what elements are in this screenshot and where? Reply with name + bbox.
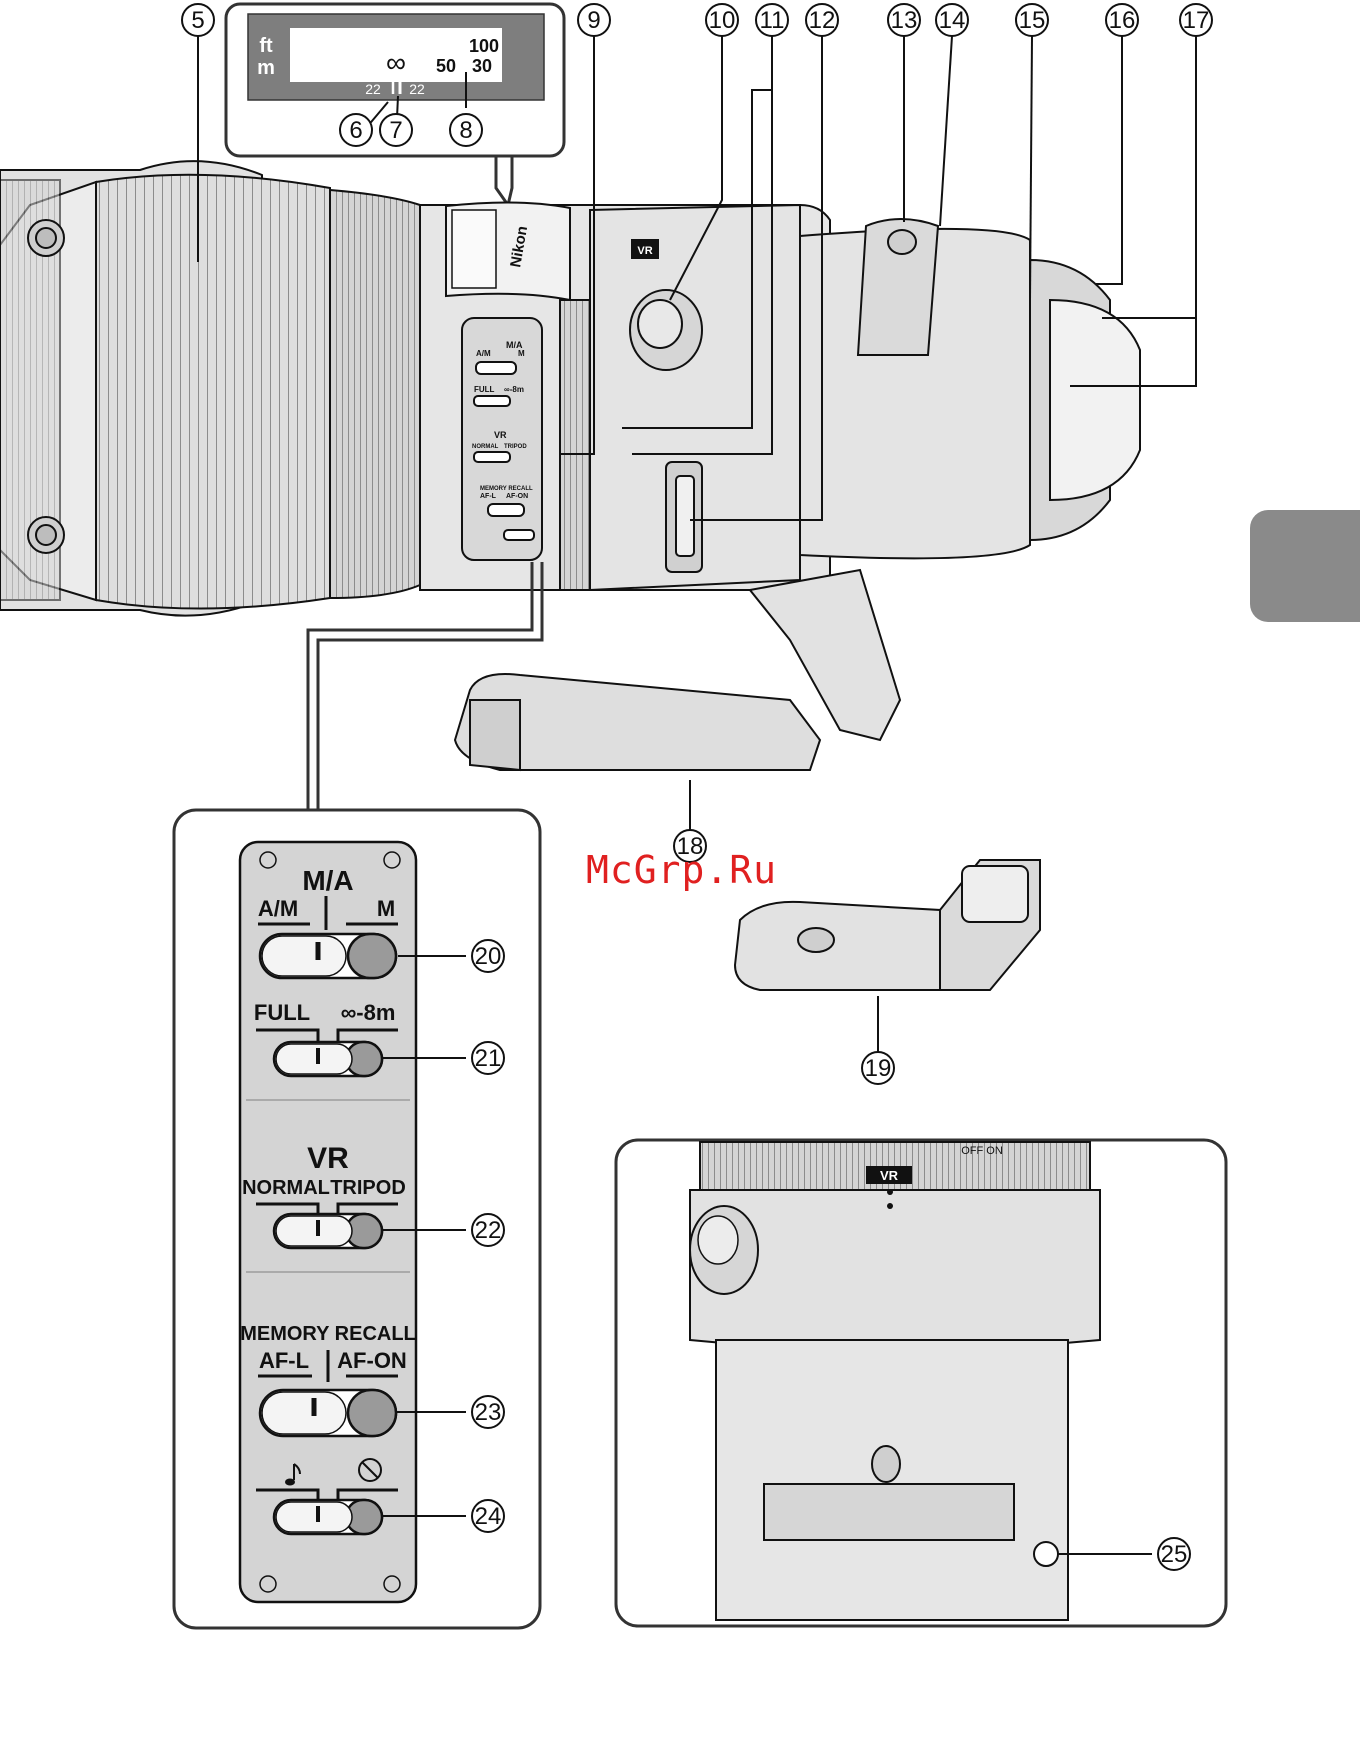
callout-7: 7 xyxy=(380,114,412,146)
limit-full-label: FULL xyxy=(254,1000,310,1025)
callout-5: 5 xyxy=(182,4,214,36)
callout-number-label: 8 xyxy=(459,117,472,144)
callout-17: 17 xyxy=(1180,4,1212,36)
callout-12: 12 xyxy=(806,4,838,36)
callout-number-label: 17 xyxy=(1183,7,1210,34)
callout-number-label: 24 xyxy=(475,1503,502,1530)
callout-number-label: 5 xyxy=(191,7,204,34)
callout-25: 25 xyxy=(1158,1538,1190,1570)
focus-m-label: M xyxy=(377,896,395,921)
callout-number-label: 6 xyxy=(349,117,362,144)
vr-tripod-label: TRIPOD xyxy=(330,1177,406,1199)
callout-19: 19 xyxy=(862,1052,894,1084)
vr-title-label: VR xyxy=(307,1142,349,1175)
callout-22: 22 xyxy=(472,1214,504,1246)
vr-housing-label: VR xyxy=(637,245,652,257)
callout-24: 24 xyxy=(472,1500,504,1532)
detail-vr-label: VR xyxy=(880,1168,899,1183)
callout-number-label: 20 xyxy=(475,943,502,970)
infinity-mark: ∞ xyxy=(386,47,406,78)
tripod-foot xyxy=(735,860,1040,990)
callout-number-label: 15 xyxy=(1019,7,1046,34)
callout-number-label: 11 xyxy=(760,7,785,34)
callout-number-label: 9 xyxy=(587,7,600,34)
callout-20: 20 xyxy=(472,940,504,972)
callout-number-label: 12 xyxy=(809,7,836,34)
mini-afl-label: AF-L xyxy=(480,493,497,500)
mini-range-label: ∞-8m xyxy=(504,385,524,394)
focus-ma-label: M/A xyxy=(302,865,353,896)
limit-range-label: ∞-8m xyxy=(341,1000,396,1025)
mini-full-label: FULL xyxy=(474,385,495,394)
callout-number-label: 16 xyxy=(1109,7,1136,34)
m-value-30: 30 xyxy=(472,56,492,76)
mini-normal-label: NORMAL xyxy=(472,444,499,450)
callout-number-label: 19 xyxy=(865,1055,892,1082)
memory-afon-label: AF-ON xyxy=(337,1348,407,1373)
mini-tripod-label: TRIPOD xyxy=(504,444,527,450)
mini-m-label: M xyxy=(518,349,525,358)
m-value-50: 50 xyxy=(436,56,456,76)
vr-detail-inset: VR OFF ON xyxy=(616,1140,1226,1626)
dof-right-label: 22 xyxy=(409,81,425,97)
callout-number-label: 14 xyxy=(939,7,966,34)
memory-title-label: MEMORY RECALL xyxy=(240,1323,416,1345)
vr-normal-label: NORMAL xyxy=(242,1177,330,1199)
callout-number-label: 7 xyxy=(389,117,402,144)
focus-am-label: A/M xyxy=(258,896,298,921)
callout-6: 6 xyxy=(340,114,372,146)
mini-afon-label: AF-ON xyxy=(506,493,528,500)
callout-number-label: 21 xyxy=(475,1045,502,1072)
callout-8: 8 xyxy=(450,114,482,146)
mini-vr-label: VR xyxy=(494,430,507,440)
detail-off-on-label: OFF ON xyxy=(961,1145,1003,1157)
callout-number-label: 10 xyxy=(709,7,736,34)
callout-9: 9 xyxy=(578,4,610,36)
callout-23: 23 xyxy=(472,1396,504,1428)
section-tab xyxy=(1250,510,1360,622)
callout-number-label: 22 xyxy=(475,1217,502,1244)
callout-14: 14 xyxy=(936,4,968,36)
callout-16: 16 xyxy=(1106,4,1138,36)
callout-21: 21 xyxy=(472,1042,504,1074)
callout-number-label: 25 xyxy=(1161,1541,1188,1568)
callout-10: 10 xyxy=(706,4,738,36)
callout-number-label: 23 xyxy=(475,1399,502,1426)
callout-15: 15 xyxy=(1016,4,1048,36)
unit-m-label: m xyxy=(257,57,275,79)
dof-left-label: 22 xyxy=(365,81,381,97)
callout-11: 11 xyxy=(756,4,788,36)
mini-memory-label: MEMORY RECALL xyxy=(480,486,533,492)
lens-body: Nikon M/A A/M M FULL ∞-8m VR NORMAL TRIP… xyxy=(0,161,1140,770)
unit-ft-label: ft xyxy=(259,35,273,57)
callout-13: 13 xyxy=(888,4,920,36)
watermark-text: McGrp.Ru xyxy=(586,848,777,892)
memory-afl-label: AF-L xyxy=(259,1348,309,1373)
mini-am-label: A/M xyxy=(476,349,491,358)
ft-value-label: 100 xyxy=(469,36,499,56)
distance-scale-inset: ft m 100 ∞ 50 30 22 22 xyxy=(226,4,564,205)
callout-number-label: 13 xyxy=(891,7,918,34)
